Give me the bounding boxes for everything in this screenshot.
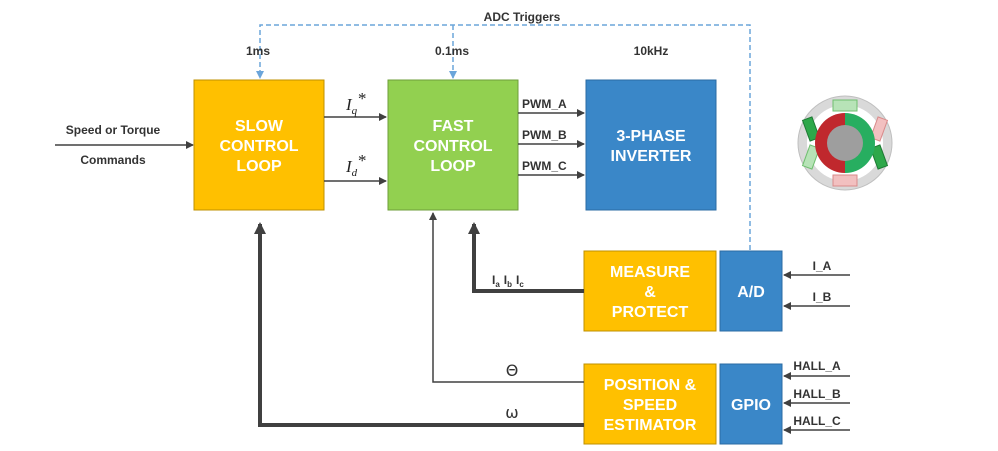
fast-block-line1: FAST [433,118,474,135]
slow-block-line2: CONTROL [219,138,298,155]
fast-rate-label: 0.1ms [435,44,469,58]
slow-block-line1: SLOW [235,118,284,135]
position-line2: SPEED [623,397,677,414]
pwm-c-label: PWM_C [522,159,567,173]
hall-b-label: HALL_B [793,387,841,401]
measure-line2: & [644,284,656,301]
slow-block-line3: LOOP [236,158,282,175]
fast-control-loop-block [387,79,519,211]
position-line3: ESTIMATOR [604,417,697,434]
hall-c-label: HALL_C [793,414,841,428]
motor-cross-section-icon [797,95,893,191]
adc-triggers-label: ADC Triggers [484,10,561,24]
inverter-rate-label: 10kHz [634,44,669,58]
inverter-block-line2: INVERTER [611,148,692,165]
adc-trigger-line [256,24,751,250]
fast-block-line2: CONTROL [413,138,492,155]
theta-feedback-line [429,212,584,383]
id-label: Id* [345,151,366,179]
position-line1: POSITION & [604,377,697,394]
measure-protect-block [583,250,717,332]
hall-a-label: HALL_A [793,359,841,373]
omega-label: ω [505,403,518,422]
fast-block-line3: LOOP [430,158,476,175]
pwm-a-label: PWM_A [522,97,567,111]
input-label-line1: Speed or Torque [66,123,161,137]
pwm-b-label: PWM_B [522,128,567,142]
inverter-block [585,79,717,211]
measure-line1: MEASURE [610,264,690,281]
i-b-label: I_B [813,290,832,304]
i-a-label: I_A [813,259,832,273]
position-speed-estimator-block [583,363,717,445]
input-label-line2: Commands [80,153,146,167]
ad-label: A/D [737,284,765,301]
current-feedback-line [468,222,584,293]
omega-feedback-line [254,222,584,427]
slow-control-loop-block [193,79,325,211]
ad-block [719,250,783,332]
theta-label: Θ [506,361,519,380]
gpio-block [719,363,783,445]
measure-line3: PROTECT [612,304,689,321]
gpio-label: GPIO [731,397,771,414]
slow-rate-label: 1ms [246,44,270,58]
iq-label: Iq* [345,89,366,117]
inverter-block-line1: 3-PHASE [616,128,686,145]
